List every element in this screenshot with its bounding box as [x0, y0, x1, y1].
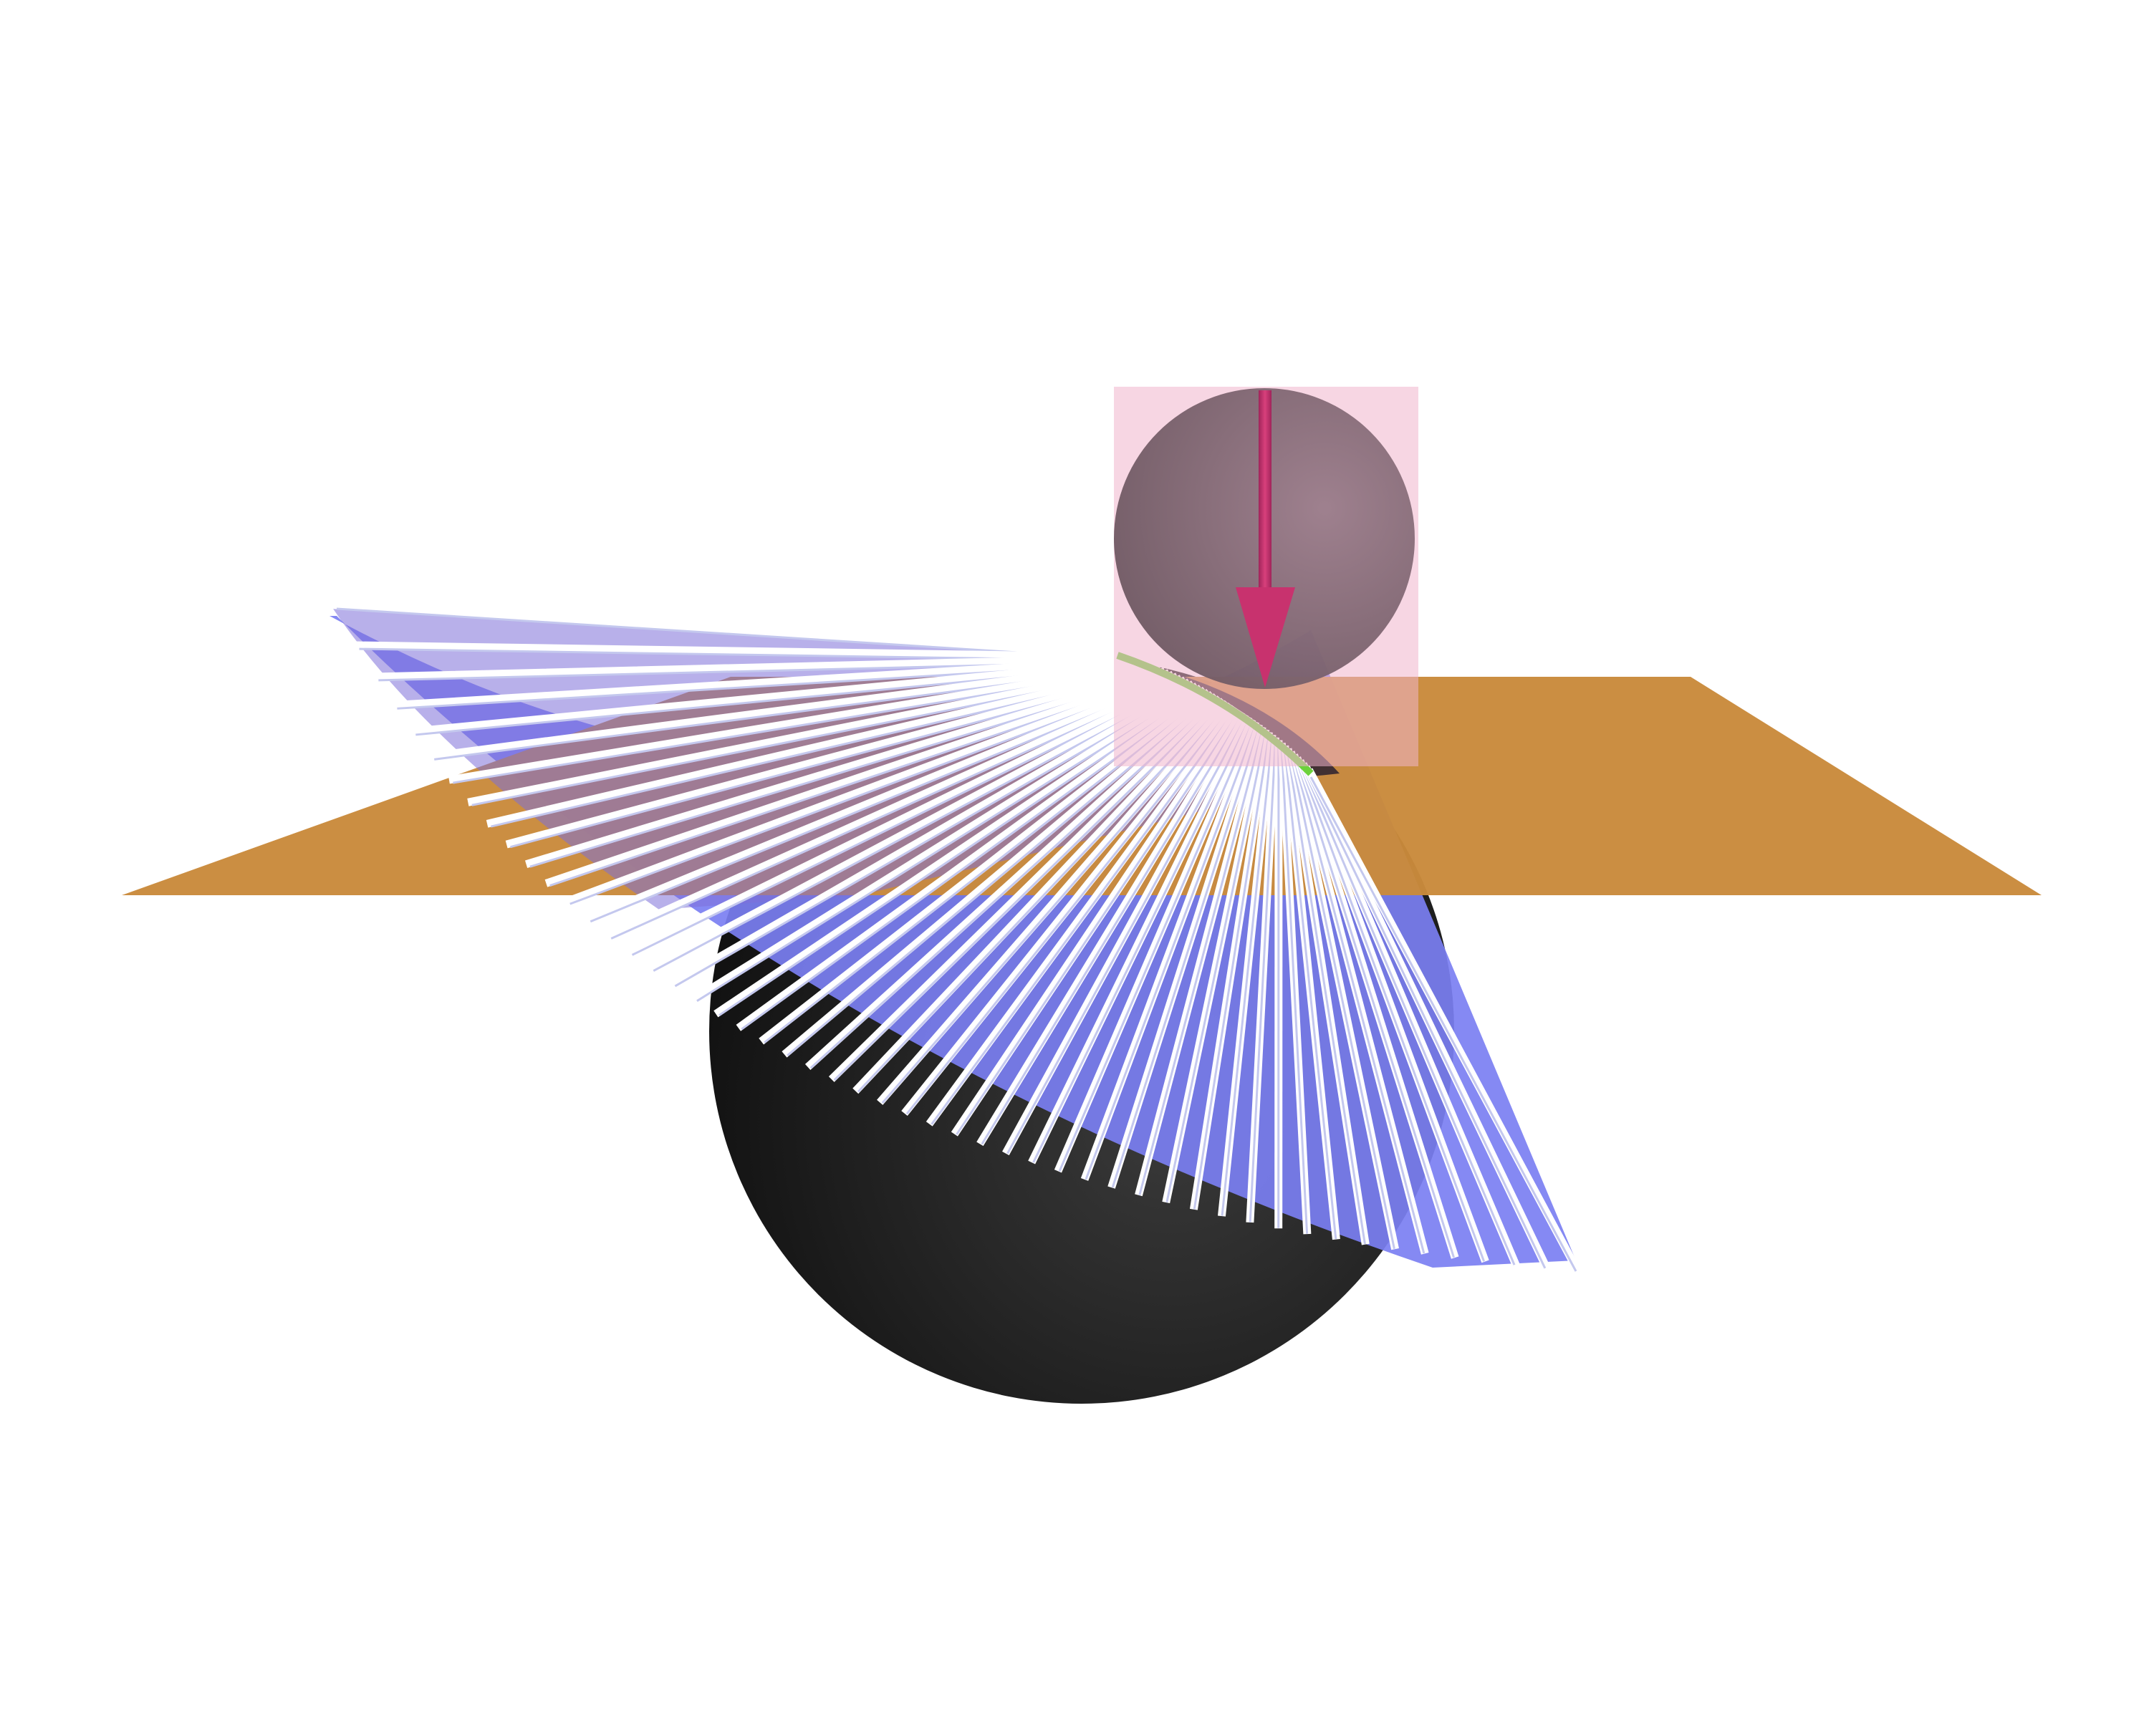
rod-shade [1309, 776, 1577, 1272]
rod [564, 670, 1175, 906]
rod-shade [1307, 773, 1547, 1269]
rod-shade [1032, 723, 1249, 1163]
rod [1299, 762, 1520, 1267]
rod-shade [956, 715, 1238, 1135]
rod-shade [931, 713, 1234, 1125]
rod [1080, 720, 1260, 1181]
downward-arrow [1236, 390, 1295, 688]
rod-shade [1006, 720, 1245, 1154]
rod-shade [1058, 725, 1252, 1172]
rod-shade [674, 688, 1191, 988]
rod [669, 680, 1196, 988]
rod [605, 675, 1183, 940]
rod [467, 662, 1153, 806]
rod-shade [1138, 733, 1263, 1195]
rod [648, 678, 1191, 973]
rod-shade [336, 607, 1118, 660]
rod-shade [1111, 730, 1259, 1188]
rod [1002, 712, 1249, 1156]
rod [1054, 717, 1256, 1173]
rod [486, 664, 1158, 828]
rod-shade [1249, 745, 1277, 1223]
rod [691, 683, 1200, 1003]
rod [1293, 756, 1459, 1259]
rod [393, 655, 1135, 710]
rod [332, 601, 1122, 660]
rod-shade [1290, 758, 1395, 1250]
rod [627, 676, 1188, 957]
rod [951, 707, 1242, 1137]
rod [585, 672, 1179, 923]
rod-shade [833, 703, 1218, 1081]
rod-shade [1303, 770, 1516, 1265]
rod [544, 669, 1170, 887]
rod-shade [1281, 750, 1309, 1234]
rod [1302, 765, 1551, 1270]
rod [524, 667, 1166, 869]
rod-shade [881, 708, 1226, 1104]
rod [877, 700, 1231, 1105]
rod [852, 698, 1227, 1094]
rod [901, 702, 1235, 1117]
rod-shade [1287, 756, 1366, 1245]
rod [926, 705, 1239, 1127]
rod [1305, 768, 1582, 1273]
rod-shade [653, 686, 1187, 972]
rod-shade [1221, 742, 1273, 1216]
rod [430, 659, 1145, 761]
rod [374, 654, 1131, 681]
rod [505, 665, 1162, 849]
rod-shade [1297, 764, 1455, 1258]
rod [1296, 759, 1489, 1263]
rod-shade [857, 706, 1222, 1093]
rod [411, 657, 1140, 736]
rod [976, 710, 1246, 1147]
rod-shade [1193, 739, 1270, 1210]
rod-shade [1284, 753, 1337, 1240]
rod [448, 660, 1149, 784]
rod-shade [981, 718, 1241, 1145]
rod [1028, 715, 1253, 1164]
rod-shade [1085, 728, 1256, 1180]
rod-shade [905, 710, 1230, 1115]
rods-group [332, 601, 1582, 1273]
rod-shade [696, 690, 1195, 1002]
rod-shade [1294, 761, 1426, 1254]
rod-shade [1300, 767, 1486, 1262]
rod [355, 641, 1126, 661]
rod-shade [1165, 736, 1266, 1202]
rod [1107, 723, 1263, 1189]
